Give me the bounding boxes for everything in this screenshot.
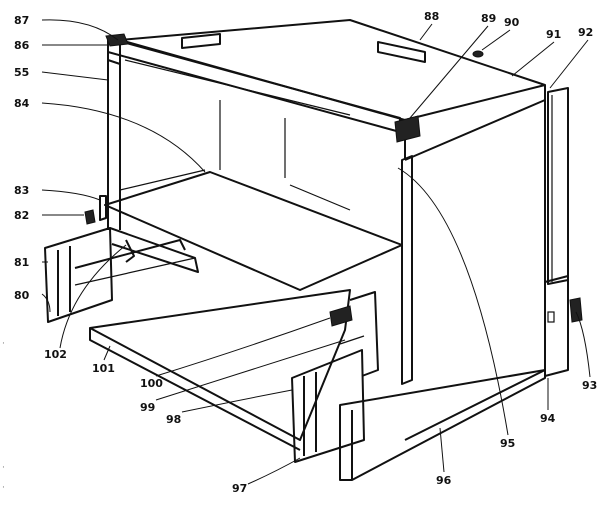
callout-101: 101: [92, 362, 115, 375]
callout-86: 86: [14, 39, 30, 52]
callout-94: 94: [540, 412, 556, 425]
callout-99: 99: [140, 401, 155, 414]
leader-lines: [41, 19, 591, 485]
right-rail-assembly: [291, 291, 379, 463]
end-cap-block: [394, 115, 421, 143]
callout-97: 97: [232, 482, 247, 495]
callout-84: 84: [14, 97, 30, 110]
callout-87: 87: [14, 14, 29, 27]
callout-102: 102: [44, 348, 67, 361]
margin-mark: ·: [2, 463, 5, 473]
inner-shelf: [104, 171, 403, 291]
callout-55: 55: [14, 66, 29, 79]
callout-95: 95: [500, 437, 515, 450]
callout-88: 88: [424, 10, 439, 23]
hook-102: [125, 239, 135, 263]
screw-90: [472, 50, 484, 58]
top-trim-rail: [105, 33, 401, 133]
callout-98: 98: [166, 413, 181, 426]
callout-90: 90: [504, 16, 520, 29]
margin-mark: ·: [2, 339, 5, 349]
left-rail-assembly: [44, 227, 199, 323]
callout-91: 91: [546, 28, 561, 41]
callout-80: 80: [14, 289, 30, 302]
callout-89: 89: [481, 12, 496, 25]
rear-bracket: [181, 33, 426, 63]
callout-83: 83: [14, 184, 29, 197]
front-door-panel: [339, 155, 546, 481]
callout-93: 93: [582, 379, 597, 392]
callout-82: 82: [14, 209, 29, 222]
right-side-panel: [404, 85, 569, 441]
callout-100: 100: [140, 377, 163, 390]
callout-92: 92: [578, 26, 593, 39]
callout-96: 96: [436, 474, 452, 487]
margin-mark: ·: [2, 483, 5, 493]
callout-81: 81: [14, 256, 29, 269]
left-side-wall: [107, 52, 286, 230]
hinge-panel: [544, 275, 583, 377]
left-bracket: [84, 195, 107, 225]
top-panel: [119, 19, 546, 195]
